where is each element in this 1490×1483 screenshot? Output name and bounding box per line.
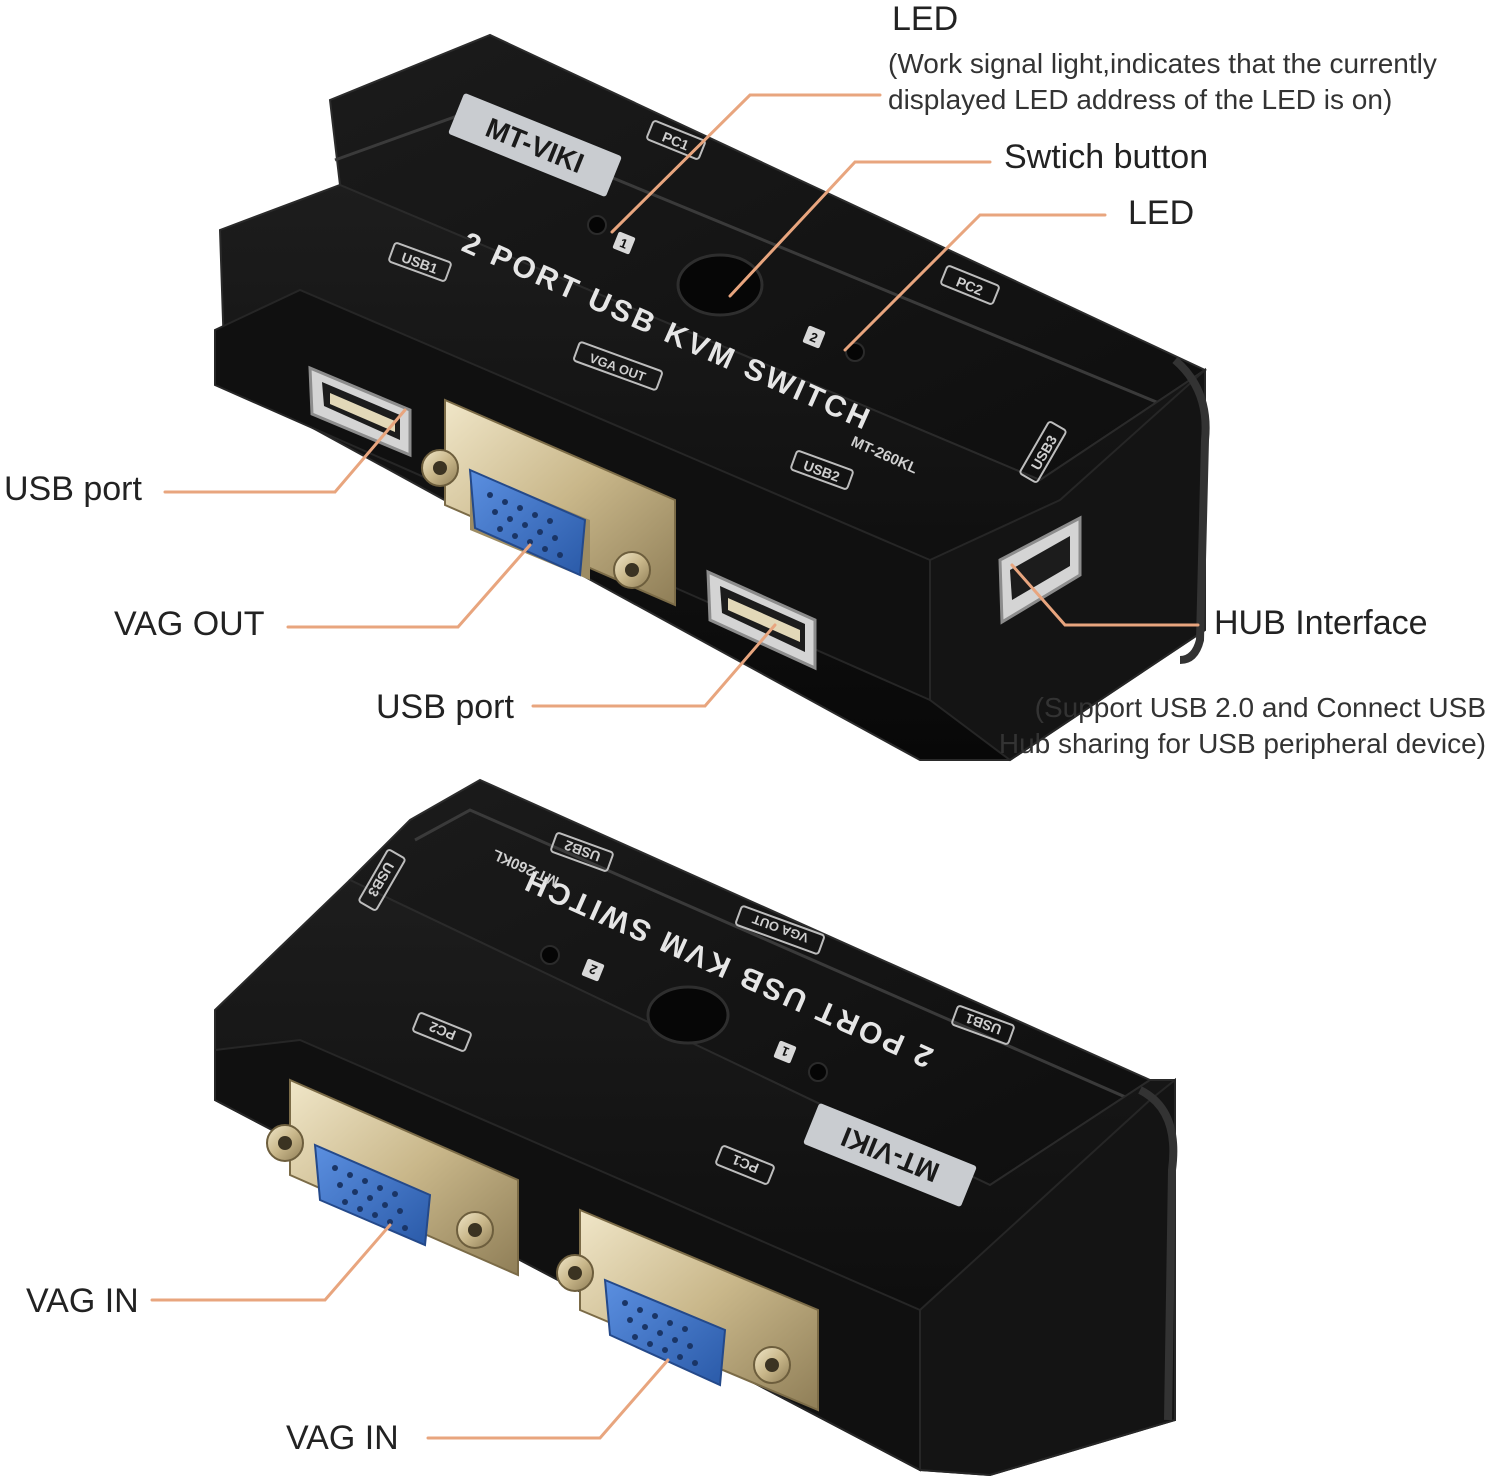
top-device: MT-VIKI PC1 PC2 1 2 2 PORT USB KVM SWITC… [214, 33, 1210, 762]
callout-usb-port-left-title: USB port [4, 470, 142, 508]
callout-vga-in-left-title: VAG IN [26, 1282, 139, 1320]
leader-line-hub [1010, 563, 1200, 627]
callout-hub-interface-note: (Support USB 2.0 and Connect USB Hub sha… [999, 690, 1486, 762]
callout-hub-interface-note-line1: (Support USB 2.0 and Connect USB [1034, 692, 1486, 723]
bottom-switch-button[interactable] [646, 985, 730, 1045]
leader-line-vga-in-left [150, 1223, 392, 1302]
leader-line-vga-out [286, 543, 532, 629]
top-led-2-number: 2 [802, 325, 826, 349]
bottom-vga-in-left-connector [266, 1078, 519, 1277]
bottom-led-1-number: 1 [773, 1040, 797, 1064]
top-led-1 [587, 215, 607, 235]
leader-lines [150, 93, 1200, 1440]
callout-led-top-note-line2: displayed LED address of the LED is on) [888, 84, 1393, 115]
bottom-device: MT-VIKI PC1 PC2 1 2 2 PORT USB KVM SWITC… [214, 778, 1178, 1477]
top-vga-out-connector [421, 398, 676, 607]
top-usb-port-hub [998, 515, 1082, 625]
bottom-led-2 [540, 945, 560, 965]
callout-hub-interface-note-line2: Hub sharing for USB peripheral device) [998, 728, 1486, 759]
bottom-led-2-number: 2 [581, 958, 605, 982]
callout-led-2-title: LED [1128, 194, 1195, 232]
bottom-device-ridge [414, 808, 1156, 1112]
callout-led-top-title: LED [892, 0, 959, 38]
callout-led-top-note-line1: (Work signal light,indicates that the cu… [888, 48, 1437, 79]
bottom-device-end-cap [1138, 1086, 1178, 1421]
leader-line-switch-button [728, 160, 992, 298]
bottom-vga-in-front-connector [556, 1208, 819, 1412]
leader-line-vga-in-front [426, 1358, 670, 1440]
leader-line-led-top [610, 93, 882, 234]
leader-line-led-2 [843, 213, 1107, 352]
callout-vga-out-title: VAG OUT [114, 605, 265, 643]
top-switch-button[interactable] [676, 253, 764, 317]
leader-line-usb-left [163, 408, 407, 494]
top-led-2 [845, 342, 865, 362]
top-usb-port-front [706, 569, 817, 671]
bottom-led-1 [808, 1062, 828, 1082]
callout-vga-in-front-title: VAG IN [286, 1419, 399, 1457]
callout-led-top-note: (Work signal light,indicates that the cu… [888, 46, 1437, 118]
callout-hub-interface-title: HUB Interface [1214, 604, 1428, 642]
top-led-1-number: 1 [612, 231, 636, 255]
callout-usb-port-front-title: USB port [376, 688, 514, 726]
callout-switch-button-title: Swtich button [1004, 138, 1209, 176]
leader-line-usb-front [531, 623, 777, 708]
top-device-end-cap [1172, 356, 1210, 664]
